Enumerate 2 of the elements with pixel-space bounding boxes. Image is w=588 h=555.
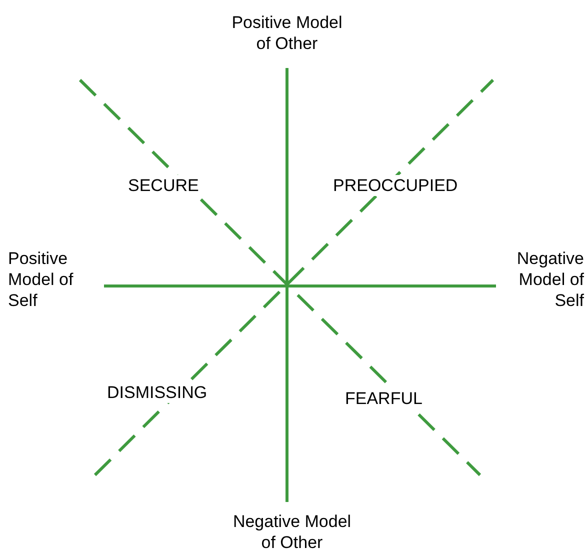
quadrant-label: PREOCCUPIED bbox=[333, 175, 458, 196]
quadrant-label: FEARFUL bbox=[345, 388, 422, 409]
